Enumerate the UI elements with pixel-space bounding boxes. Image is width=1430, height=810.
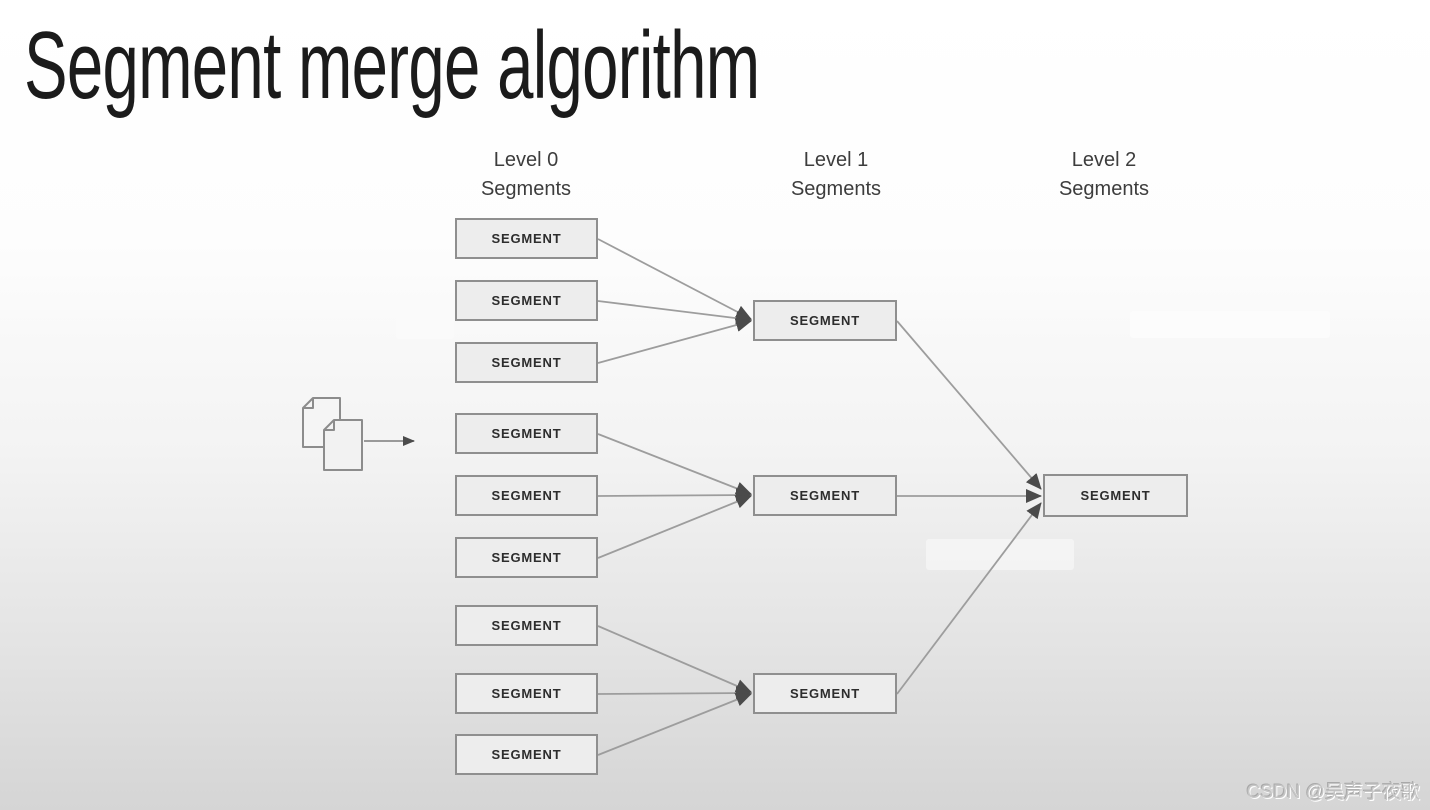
column-header-line2: Segments — [790, 178, 882, 200]
segment-node-level2-1: SEGMENT — [1043, 474, 1188, 517]
segment-node-level0-3: SEGMENT — [455, 342, 598, 383]
segment-node-level0-5: SEGMENT — [455, 475, 598, 516]
segment-node-level0-1: SEGMENT — [455, 218, 598, 259]
segment-node-level1-2: SEGMENT — [753, 475, 897, 516]
column-header-line1: Level 2 — [1071, 149, 1137, 171]
documents-icon — [302, 397, 363, 471]
column-header-line1: Level 1 — [803, 149, 869, 171]
segment-node-level1-1: SEGMENT — [753, 300, 897, 341]
column-header-level1: Level 1 Segments — [741, 146, 931, 204]
segment-node-level0-7: SEGMENT — [455, 605, 598, 646]
segment-node-level0-9: SEGMENT — [455, 734, 598, 775]
column-header-line2: Segments — [1058, 178, 1150, 200]
segment-node-level0-4: SEGMENT — [455, 413, 598, 454]
page-title: Segment merge algorithm — [24, 12, 760, 119]
column-header-level0: Level 0 Segments — [431, 146, 621, 204]
highlight-band — [396, 317, 454, 339]
column-header-line1: Level 0 — [493, 149, 559, 171]
watermark: CSDN @吴声子夜歌 — [1246, 782, 1420, 803]
segment-node-level1-3: SEGMENT — [753, 673, 897, 714]
column-header-line2: Segments — [480, 178, 572, 200]
column-header-level2: Level 2 Segments — [1009, 146, 1199, 204]
merge-arrows — [597, 238, 1042, 756]
highlight-band — [926, 539, 1074, 570]
segment-node-level0-2: SEGMENT — [455, 280, 598, 321]
highlight-band — [1130, 311, 1330, 338]
segment-node-level0-8: SEGMENT — [455, 673, 598, 714]
segment-node-level0-6: SEGMENT — [455, 537, 598, 578]
